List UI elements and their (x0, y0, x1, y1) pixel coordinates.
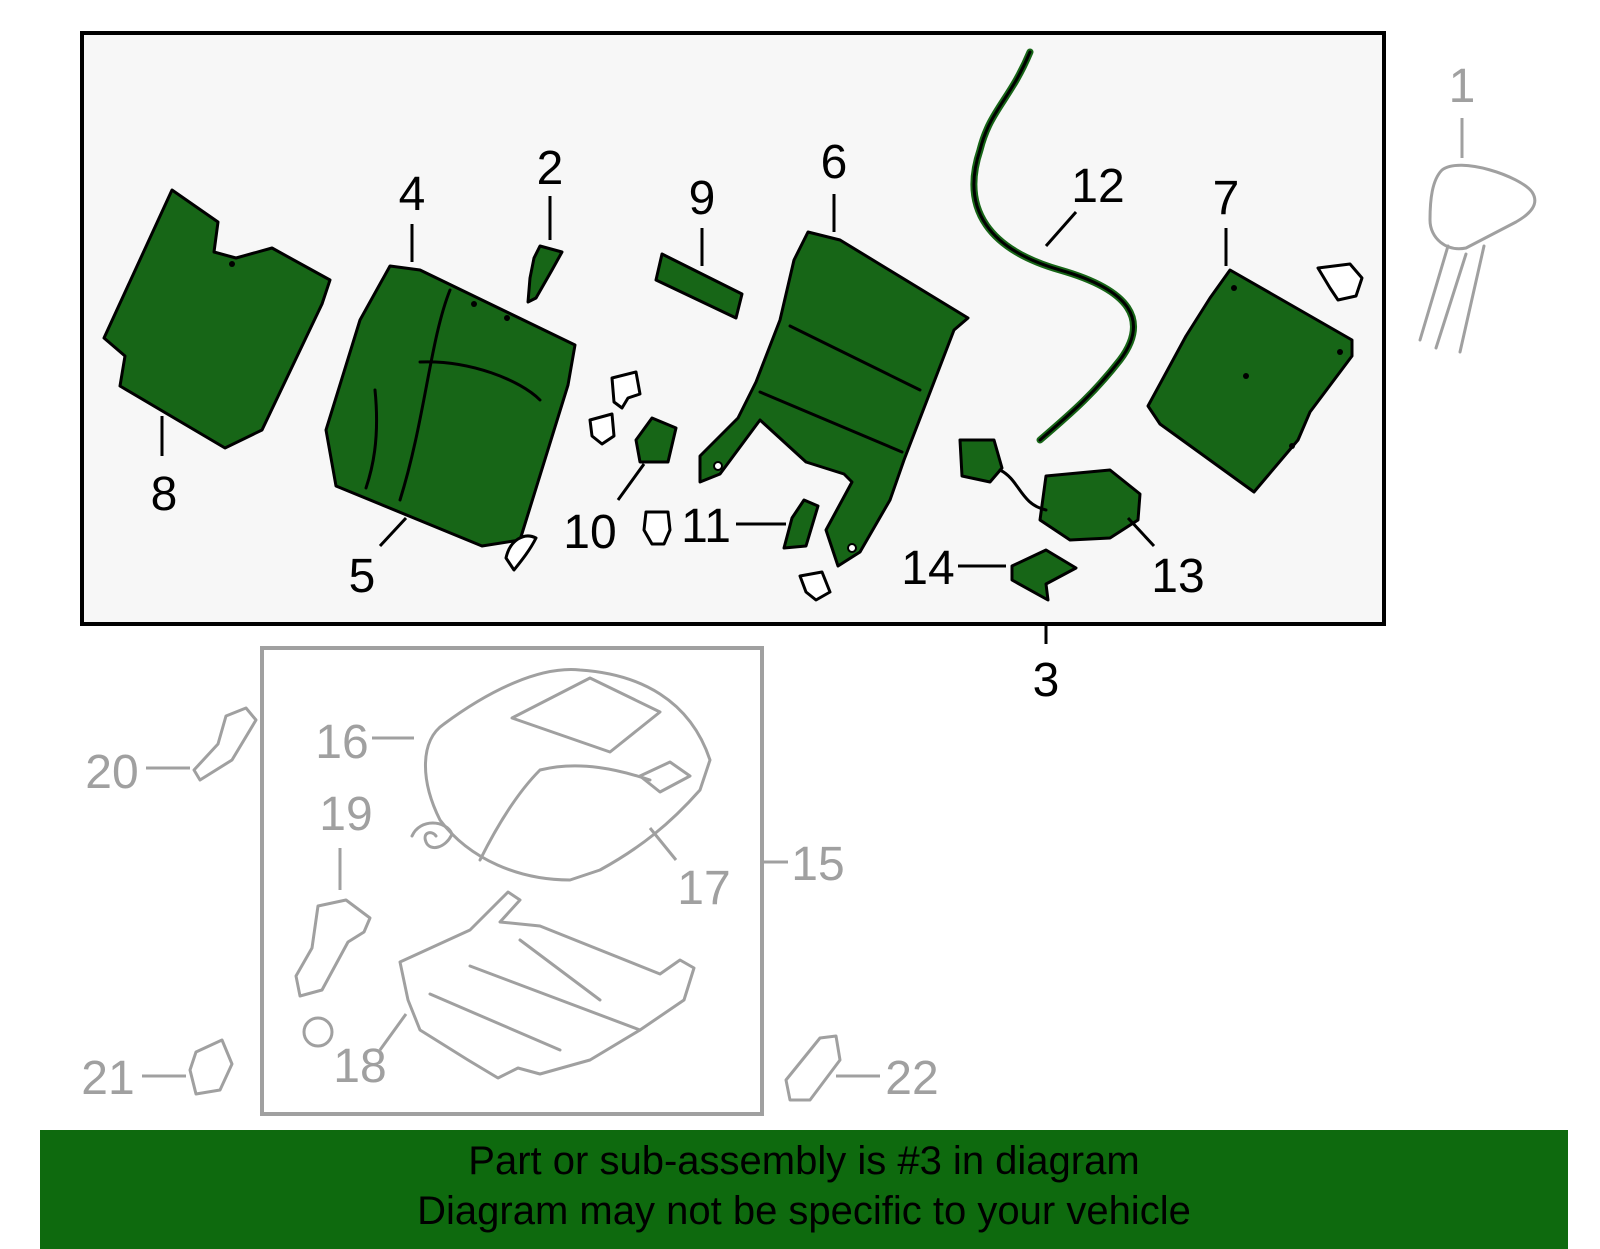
bracket-part (634, 416, 678, 464)
back-board-part (102, 188, 332, 450)
cushion-hook-hardware (410, 821, 454, 850)
callout-10: 10 (563, 506, 616, 559)
callout-3: 3 (1033, 654, 1060, 707)
back-panel-hole (1231, 285, 1237, 291)
seat-back-hole (504, 315, 510, 321)
headrest-part (1428, 163, 1537, 251)
callout-17: 17 (677, 862, 730, 915)
seat-cushion-seam (478, 764, 652, 862)
small-bracket-part (782, 498, 820, 550)
clip-part (526, 244, 564, 304)
back-panel-hole (1243, 373, 1249, 379)
seat-support-bracket-part (294, 898, 372, 998)
grommet-hardware (302, 1016, 334, 1048)
seat-lock-cable (998, 468, 1048, 512)
leg-cover-part (784, 1034, 842, 1102)
hinge-cover-part (192, 706, 258, 782)
callout-6: 6 (821, 136, 848, 189)
side-cover-part (188, 1038, 234, 1096)
callout-4: 4 (399, 168, 426, 221)
trim-strip-part (654, 252, 744, 320)
seat-back-frame-crossbar (758, 324, 922, 454)
screw-hardware (798, 570, 832, 602)
seat-cushion-part (424, 668, 712, 882)
back-panel-hole (1289, 443, 1295, 449)
info-banner: Part or sub-assembly is #3 in diagram Di… (40, 1130, 1568, 1249)
leader-12 (1044, 211, 1078, 247)
callout-11: 11 (681, 500, 731, 553)
push-pin-hardware (1316, 262, 1364, 302)
seat-cushion-seam (510, 676, 662, 754)
callout-1: 1 (1449, 60, 1476, 113)
leader-5 (378, 516, 408, 548)
back-panel-hole (1337, 349, 1343, 355)
callout-7: 7 (1213, 172, 1240, 225)
callout-15: 15 (791, 838, 844, 891)
seat-back-hole (471, 301, 477, 307)
bolt-hardware (642, 510, 672, 546)
callout-13: 13 (1151, 550, 1204, 603)
screw-hardware (588, 412, 616, 446)
mount-bracket-part (1010, 548, 1078, 602)
callout-18: 18 (333, 1040, 386, 1093)
banner-line-disclaimer: Diagram may not be specific to your vehi… (417, 1189, 1191, 1233)
seat-back-frame-part (698, 230, 970, 568)
leader-18 (378, 1013, 408, 1051)
callout-14: 14 (901, 542, 954, 595)
seat-cushion-frame-rail (428, 938, 642, 1052)
seat-back-seam (364, 360, 542, 490)
seat-cushion-frame-part (398, 890, 696, 1080)
callout-16: 16 (315, 716, 368, 769)
seat-lock-part (1038, 468, 1142, 542)
callout-20: 20 (85, 746, 138, 799)
seat-cushion-group-box (260, 646, 764, 1116)
leader-10 (616, 463, 646, 501)
seat-back-frame-hole (713, 461, 723, 471)
seat-back-seam (398, 288, 452, 502)
callout-12: 12 (1071, 160, 1124, 213)
seat-cushion-handle (638, 760, 692, 794)
callout-8: 8 (151, 468, 178, 521)
back-panel-part (1146, 268, 1354, 494)
callout-21: 21 (81, 1052, 134, 1105)
screw-hardware (610, 370, 642, 410)
leader-13 (1126, 516, 1156, 548)
callout-19: 19 (319, 788, 372, 841)
hook-hardware (504, 534, 538, 572)
callout-5: 5 (349, 550, 376, 603)
seat-lock-part (958, 438, 1004, 484)
leader-17 (648, 827, 678, 861)
release-cable-outline (972, 50, 1135, 442)
callout-22: 22 (885, 1052, 938, 1105)
back-board-hole (229, 261, 235, 267)
banner-line-part-number: Part or sub-assembly is #3 in diagram (468, 1139, 1140, 1183)
seat-back-cover-part (324, 264, 577, 548)
callout-9: 9 (689, 172, 716, 225)
headrest-post (1418, 244, 1486, 354)
seat-back-frame-hole (847, 543, 857, 553)
callout-2: 2 (537, 142, 564, 195)
